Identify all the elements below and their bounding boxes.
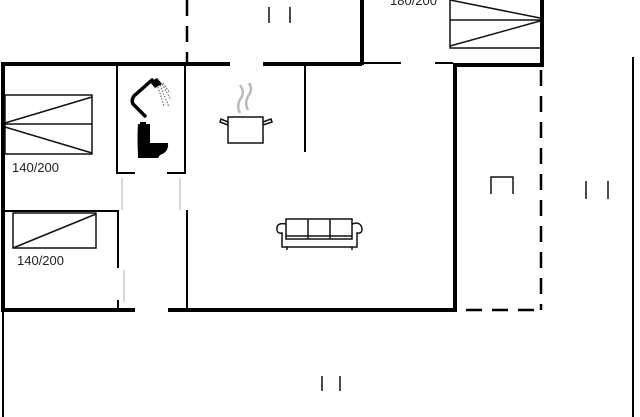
sofa-icon (276, 218, 363, 250)
shower-icon (130, 78, 172, 118)
bed-label: 180/200 (390, 0, 437, 8)
box-mark (490, 176, 514, 194)
bed-180-200: 180/200 (390, 0, 541, 49)
bed-label: 140/200 (17, 253, 64, 268)
bed-label: 140/200 (12, 160, 59, 175)
cooking-pot-icon (219, 82, 273, 144)
bed-140-200: 140/200 (12, 212, 97, 268)
toilet-icon (137, 122, 169, 158)
marks (268, 7, 609, 391)
bed-140-200: 140/200 (4, 94, 93, 175)
